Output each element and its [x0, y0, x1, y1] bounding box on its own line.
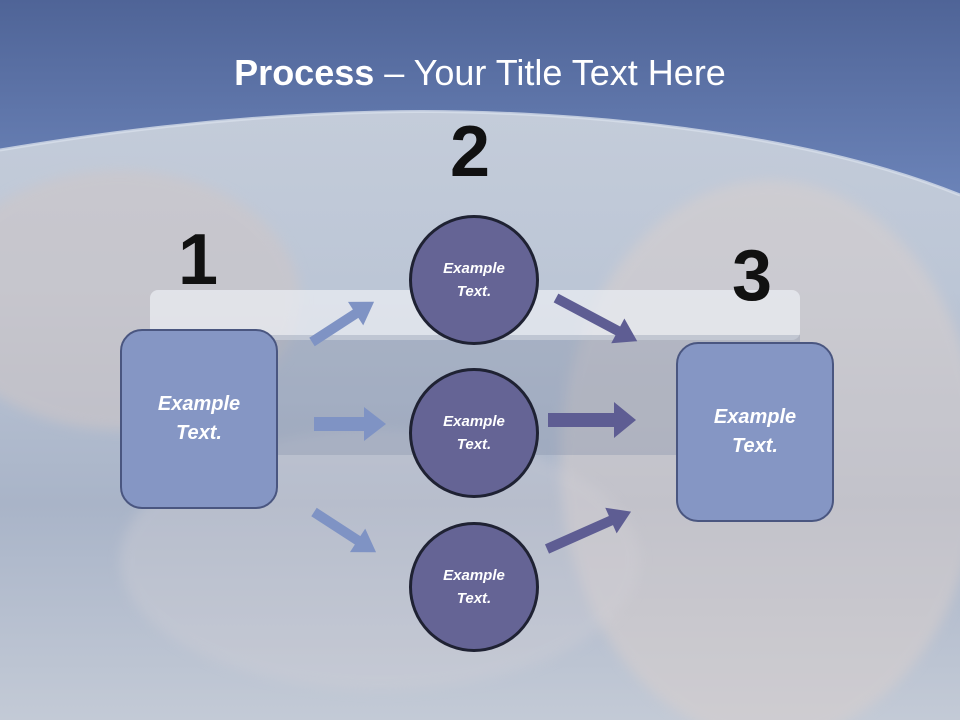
arrow-top-to-3: [553, 293, 638, 344]
title-rest: – Your Title Text Here: [374, 52, 726, 93]
arrow-1-to-middle: [314, 407, 386, 441]
circle-top-line1: Example: [443, 260, 505, 277]
step-3-text-line1: Example: [713, 406, 797, 428]
step-number-3: 3: [732, 236, 773, 316]
step-number-2: 2: [450, 112, 491, 192]
arrow-bottom-to-3: [544, 507, 632, 554]
circle-bottom-line1: Example: [443, 567, 505, 584]
arrow-1-to-bottom: [311, 507, 377, 553]
circle-bottom-line2: Text.: [456, 590, 492, 607]
step-number-1: 1: [178, 220, 219, 300]
arrow-1-to-top: [309, 301, 375, 347]
header-band: [0, 0, 960, 197]
circle-top-line2: Text.: [456, 283, 492, 300]
circle-middle-line1: Example: [443, 413, 505, 430]
step-1-text-line2: Text.: [176, 422, 222, 444]
step-3-text-line2: Text.: [732, 435, 778, 457]
circle-middle-line2: Text.: [456, 436, 492, 453]
arrow-middle-to-3: [548, 402, 636, 438]
slide-title: Process – Your Title Text Here: [0, 52, 960, 94]
title-bold: Process: [234, 52, 375, 93]
step-1-text-line1: Example: [157, 393, 241, 415]
